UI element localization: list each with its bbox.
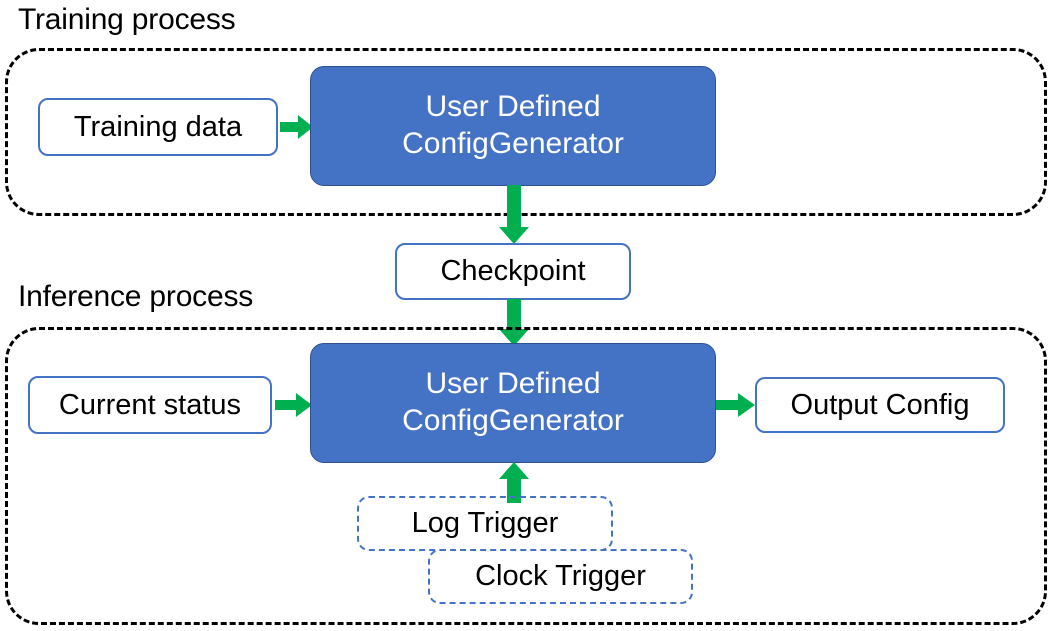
- node-log-trigger[interactable]: Log Trigger: [357, 496, 613, 551]
- node-training-config-generator[interactable]: User Defined ConfigGenerator: [310, 66, 716, 186]
- arrow-generator-to-output-config: [716, 390, 756, 420]
- node-clock-trigger[interactable]: Clock Trigger: [428, 549, 693, 604]
- arrow-checkpoint-to-inference-generator: [498, 299, 530, 347]
- node-checkpoint[interactable]: Checkpoint: [395, 243, 631, 300]
- node-inference-config-generator[interactable]: User Defined ConfigGenerator: [310, 343, 716, 463]
- node-inference-config-generator-line2: ConfigGenerator: [402, 404, 624, 437]
- node-output-config[interactable]: Output Config: [755, 377, 1005, 433]
- node-training-config-generator-line1: User Defined: [425, 90, 601, 124]
- training-process-group: [5, 48, 1047, 216]
- arrow-log-trigger-to-generator: [498, 462, 530, 504]
- node-inference-config-generator-line1: User Defined: [425, 367, 601, 401]
- node-output-config-label: Output Config: [790, 388, 970, 421]
- node-checkpoint-label: Checkpoint: [440, 255, 586, 288]
- arrow-current-status-to-generator: [275, 390, 313, 420]
- node-clock-trigger-label: Clock Trigger: [475, 560, 646, 593]
- node-training-data-label: Training data: [73, 110, 243, 143]
- node-current-status-label: Current status: [58, 388, 242, 421]
- arrow-training-data-to-generator: [280, 112, 314, 142]
- node-training-config-generator-line2: ConfigGenerator: [402, 127, 624, 160]
- inference-process-title: Inference process: [18, 280, 254, 313]
- node-training-data[interactable]: Training data: [38, 98, 278, 156]
- arrow-training-generator-to-checkpoint: [498, 185, 530, 245]
- training-process-title: Training process: [18, 3, 236, 36]
- inference-process-group: [5, 327, 1047, 625]
- node-log-trigger-label: Log Trigger: [411, 507, 559, 540]
- node-current-status[interactable]: Current status: [28, 376, 272, 434]
